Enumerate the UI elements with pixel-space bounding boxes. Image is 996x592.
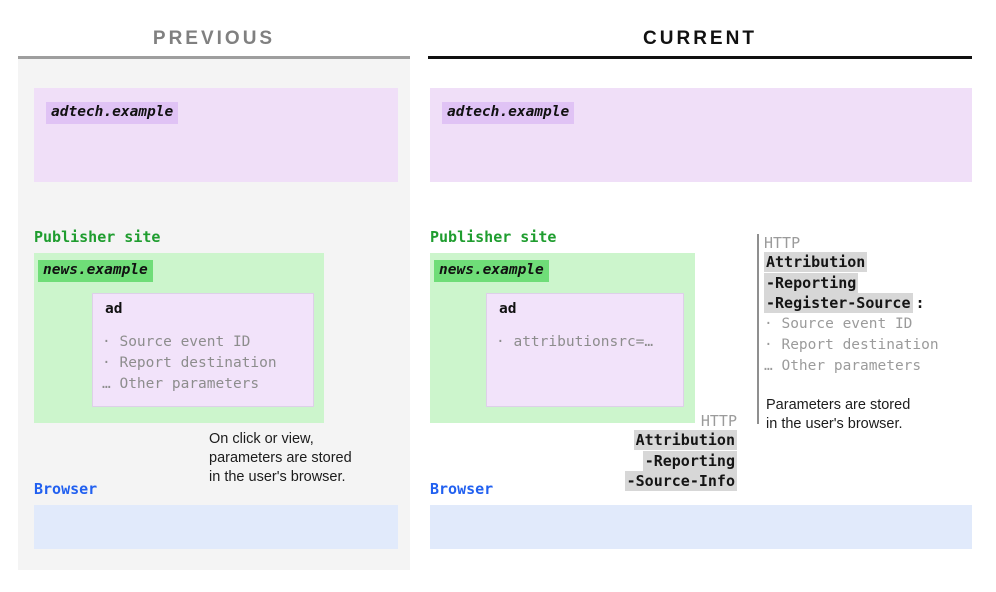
previous-publisher-chip: news.example xyxy=(38,260,153,282)
current-publisher-chip: news.example xyxy=(434,260,549,282)
current-ad-parameters: · attributionsrc=… xyxy=(496,334,654,350)
previous-browser-zone xyxy=(34,505,398,549)
current-request-header-block: HTTP Attribution -Reporting -Source-Info xyxy=(597,412,737,492)
current-browser-label: Browser xyxy=(430,480,494,498)
column-rule-current xyxy=(428,56,972,59)
column-title-previous: PREVIOUS xyxy=(152,28,276,49)
current-response-header-block: HTTP Attribution -Reporting -Register-So… xyxy=(764,234,969,377)
current-response-header-line-2: -Reporting xyxy=(764,272,859,293)
current-adtech-chip: adtech.example xyxy=(442,102,575,124)
current-request-http-label: HTTP xyxy=(700,412,737,430)
current-response-header-line-3: -Register-Source: xyxy=(764,293,925,314)
current-response-http-label: HTTP xyxy=(764,234,801,252)
previous-ad-title: ad xyxy=(105,301,123,317)
current-request-header-line-1: Attribution xyxy=(633,430,737,450)
current-request-header-line-3: -Source-Info xyxy=(624,471,737,492)
current-ad-title: ad xyxy=(499,301,517,317)
column-title-current: CURRENT xyxy=(643,28,757,49)
previous-ad-card xyxy=(92,293,314,407)
current-ad-card xyxy=(486,293,684,407)
current-note: Parameters are stored in the user's brow… xyxy=(766,397,911,433)
current-response-header-bar xyxy=(757,234,759,424)
current-publisher-label: Publisher site xyxy=(430,228,557,246)
previous-ad-parameters: · Source event ID · Report destination …… xyxy=(102,334,277,393)
previous-publisher-label: Publisher site xyxy=(34,228,161,246)
current-browser-zone xyxy=(430,505,972,549)
previous-browser-label: Browser xyxy=(34,480,98,498)
current-response-header-line-1: Attribution xyxy=(764,252,868,272)
current-request-header-line-2: -Reporting xyxy=(642,450,737,471)
column-rule-previous xyxy=(18,56,410,59)
current-response-header-params: · Source event ID · Report destination …… xyxy=(764,316,939,375)
previous-adtech-chip: adtech.example xyxy=(46,102,179,124)
previous-note: On click or view, parameters are stored … xyxy=(209,431,352,486)
